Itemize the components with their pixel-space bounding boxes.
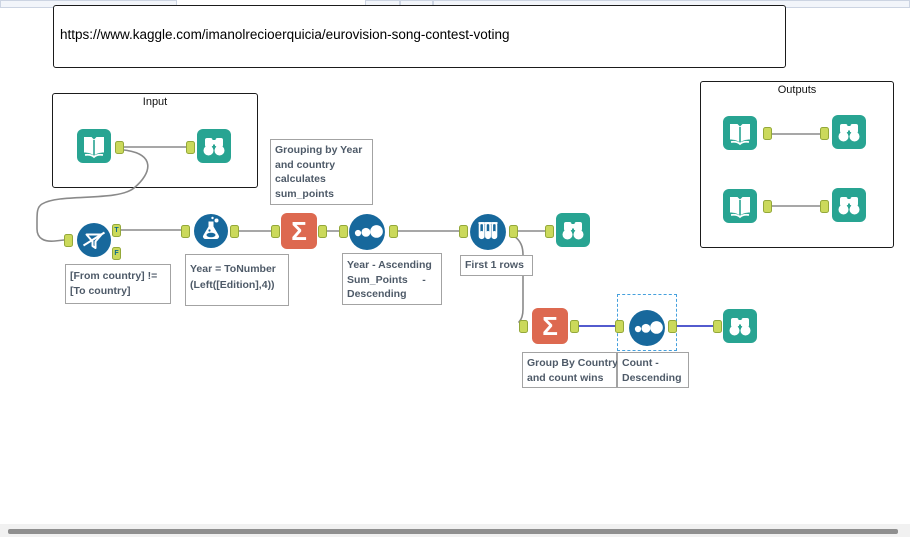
tool-filter[interactable]: [76, 222, 112, 258]
anchor-input[interactable]: [545, 225, 554, 238]
book-icon: [723, 189, 757, 223]
anchor-input[interactable]: [820, 200, 829, 213]
annotation-sort-main[interactable]: Year - Ascending Sum_Points - Descending: [342, 253, 442, 305]
tool-browse-3[interactable]: [722, 308, 758, 344]
binoculars-icon: [723, 309, 757, 343]
sort-dots-icon: [629, 310, 665, 346]
horizontal-scrollbar-track[interactable]: [0, 524, 910, 537]
anchor-output[interactable]: [318, 225, 327, 238]
anchor-input[interactable]: [271, 225, 280, 238]
tool-input-data-3[interactable]: [722, 188, 758, 224]
tool-sample[interactable]: [469, 213, 507, 251]
filter-funnel-icon: [77, 223, 111, 257]
anchor-output[interactable]: [389, 225, 398, 238]
anchor-input[interactable]: [181, 225, 190, 238]
book-icon: [723, 116, 757, 150]
anchor-input[interactable]: [519, 320, 528, 333]
tool-browse-2[interactable]: [555, 212, 591, 248]
sigma-icon: Σ: [542, 311, 558, 341]
tool-browse-out-2[interactable]: [831, 187, 867, 223]
anchor-input[interactable]: [713, 320, 722, 333]
tool-sort-2-selected[interactable]: [628, 309, 666, 347]
tool-sort-1[interactable]: [348, 213, 386, 251]
wire-sample-summarize2[interactable]: [513, 235, 524, 323]
container-outputs-label: Outputs: [777, 84, 817, 96]
anchor-false-output[interactable]: F: [112, 247, 121, 260]
test-tubes-icon: [470, 214, 506, 250]
anchor-output[interactable]: [509, 225, 518, 238]
annotation-grouping[interactable]: Grouping by Year and country calculates …: [270, 139, 373, 205]
binoculars-icon: [197, 129, 231, 163]
anchor-output[interactable]: [115, 141, 124, 154]
anchor-output[interactable]: [570, 320, 579, 333]
anchor-output[interactable]: [230, 225, 239, 238]
binoculars-icon: [556, 213, 590, 247]
annotation-formula[interactable]: Year = ToNumber (Left([Edition],4)): [185, 254, 289, 306]
flask-icon: [194, 214, 228, 248]
tool-browse-out-1[interactable]: [831, 114, 867, 150]
anchor-input[interactable]: [459, 225, 468, 238]
anchor-input[interactable]: [615, 320, 624, 333]
tool-formula[interactable]: [193, 213, 229, 249]
horizontal-scrollbar-thumb[interactable]: [8, 529, 898, 534]
binoculars-icon: [832, 188, 866, 222]
anchor-input[interactable]: [339, 225, 348, 238]
wire-input-filter[interactable]: [36, 149, 149, 242]
url-note-text: https://www.kaggle.com/imanolrecioerquic…: [60, 27, 510, 42]
anchor-input[interactable]: [186, 141, 195, 154]
anchor-true-output[interactable]: T: [112, 224, 121, 237]
annotation-sort-wins[interactable]: Count - Descending: [617, 352, 689, 388]
binoculars-icon: [832, 115, 866, 149]
sigma-icon: Σ: [291, 216, 307, 246]
annotation-sample[interactable]: First 1 rows: [460, 255, 533, 276]
book-icon: [77, 129, 111, 163]
tool-summarize-2[interactable]: Σ: [532, 308, 568, 344]
tool-summarize-1[interactable]: Σ: [281, 213, 317, 249]
anchor-output[interactable]: [763, 200, 772, 213]
tool-browse-1[interactable]: [196, 128, 232, 164]
anchor-input[interactable]: [820, 127, 829, 140]
anchor-input[interactable]: [64, 234, 73, 247]
annotation-summarize-wins[interactable]: Group By Country and count wins: [522, 352, 618, 388]
annotation-filter[interactable]: [From country] != [To country]: [65, 264, 171, 304]
anchor-output[interactable]: [763, 127, 772, 140]
url-note-box[interactable]: https://www.kaggle.com/imanolrecioerquic…: [53, 5, 786, 68]
container-input-label: Input: [142, 96, 168, 108]
tool-input-data-2[interactable]: [722, 115, 758, 151]
sort-dots-icon: [349, 214, 385, 250]
anchor-output[interactable]: [668, 320, 677, 333]
tool-input-data-1[interactable]: [76, 128, 112, 164]
